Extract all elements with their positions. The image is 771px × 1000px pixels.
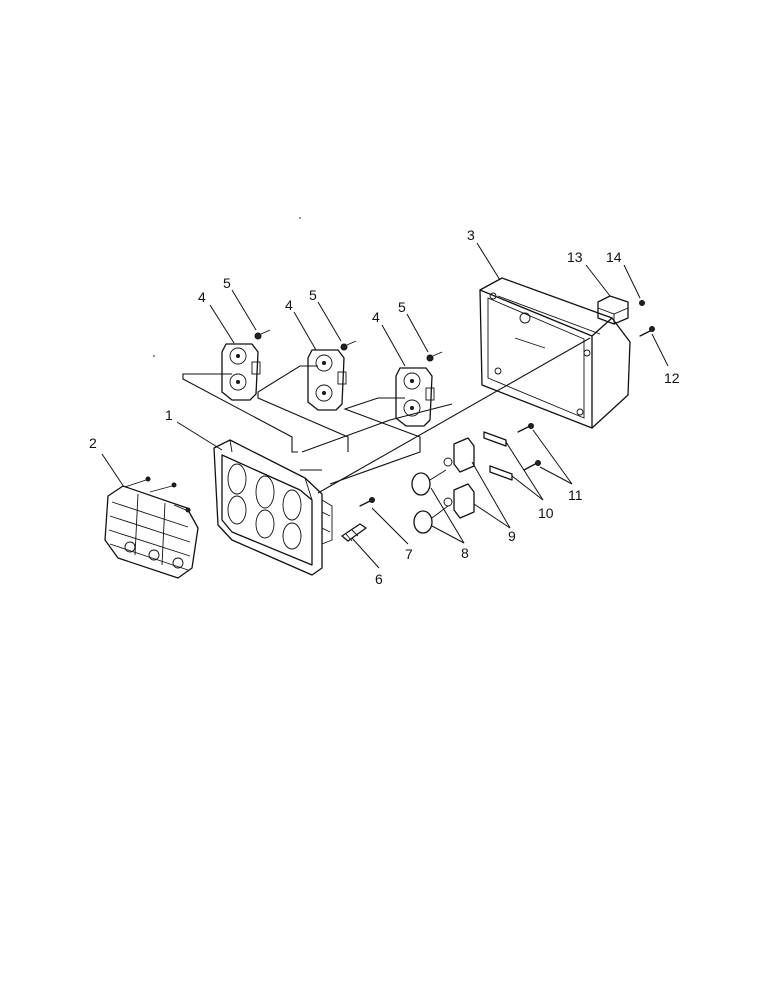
- callout-14: 14: [606, 249, 622, 265]
- part-8-caps: [411, 469, 449, 534]
- speck: [299, 217, 301, 219]
- part-6-connector: [341, 523, 367, 542]
- part-4-receptacle-middle: [307, 349, 347, 411]
- part-1-front-panel: [213, 439, 333, 576]
- part-12-screw: [639, 326, 655, 337]
- callout-11: 11: [568, 487, 583, 503]
- callout-labels: 1 2 3 4 5 4 5 4 5 6 7 8 9 10 11 12 13 14: [89, 227, 680, 587]
- part-11-screws: [517, 423, 541, 471]
- part-3-box: [479, 277, 631, 429]
- callout-2: 2: [89, 435, 97, 451]
- leader-lines: [101, 242, 669, 569]
- speck: [153, 355, 155, 357]
- part-7-screw: [359, 497, 375, 507]
- callout-4-middle: 4: [285, 297, 293, 313]
- callout-9: 9: [508, 528, 516, 544]
- part-2-cover: [104, 476, 199, 579]
- callout-8: 8: [461, 545, 469, 561]
- wiring-harness: [182, 337, 591, 494]
- callout-4-right: 4: [372, 309, 380, 325]
- part-14-screw: [639, 300, 645, 306]
- callout-12: 12: [664, 370, 680, 386]
- callout-5-right: 5: [398, 299, 406, 315]
- callout-13: 13: [567, 249, 583, 265]
- callout-10: 10: [538, 505, 554, 521]
- callout-5-middle: 5: [309, 287, 317, 303]
- callout-1: 1: [165, 407, 173, 423]
- callout-5-left: 5: [223, 275, 231, 291]
- part-9-breakers: [443, 437, 475, 519]
- part-10-clips: [483, 431, 513, 481]
- part-4-receptacle-left: [221, 343, 261, 401]
- callout-7: 7: [405, 546, 413, 562]
- callout-6: 6: [375, 571, 383, 587]
- part-4-receptacle-right: [395, 367, 435, 427]
- callout-3: 3: [467, 227, 475, 243]
- callout-4-left: 4: [198, 289, 206, 305]
- part-5-nuts: [254, 329, 443, 362]
